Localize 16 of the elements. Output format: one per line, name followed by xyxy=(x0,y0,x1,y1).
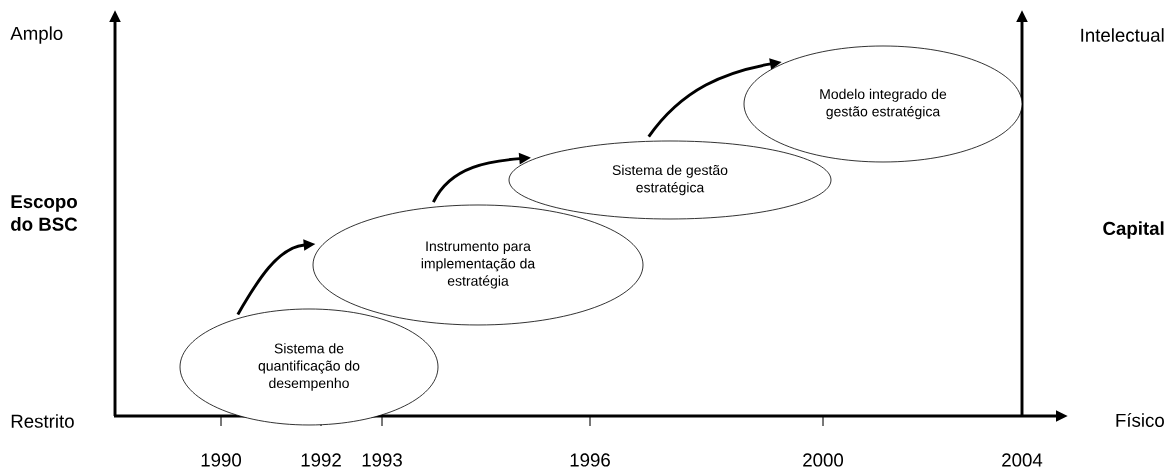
axis-title: Capital xyxy=(1103,221,1164,239)
year-label: 2004 xyxy=(1002,453,1043,467)
axis-label: Restrito xyxy=(11,414,74,428)
axis-label: Intelectual xyxy=(1081,28,1164,42)
axis-label: Amplo xyxy=(10,26,63,44)
axis-title: Escopo do BSC xyxy=(11,195,78,231)
ellipse-node: Instrumento para implementação da estratégia xyxy=(312,204,644,326)
ellipse-node: Sistema de gestão estratégica xyxy=(508,140,832,220)
year-label: 1990 xyxy=(201,453,242,467)
ellipse-node: Modelo integrado de gestão estratégica xyxy=(743,45,1023,163)
year-label: 1993 xyxy=(362,453,402,467)
year-label: 1996 xyxy=(570,453,610,467)
year-label: 1992 xyxy=(301,453,341,467)
axis-label: Físico xyxy=(1116,413,1164,427)
ellipse-node: Sistema de quantificação do desempenho xyxy=(179,308,439,426)
year-label: 2000 xyxy=(803,453,844,467)
